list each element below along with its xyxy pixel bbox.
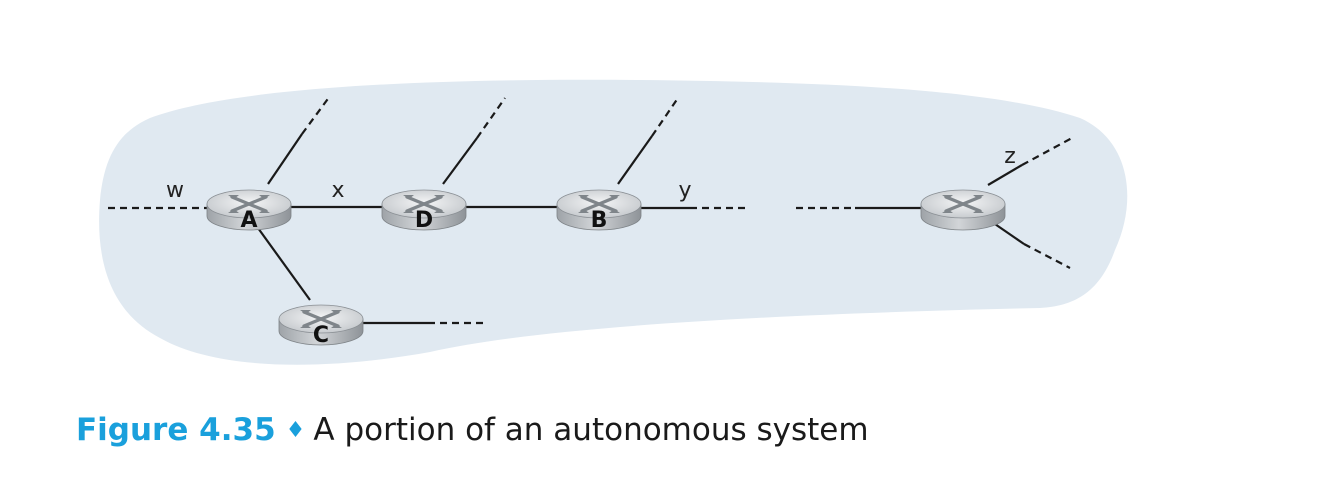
link-a-up-dashed: [301, 95, 331, 135]
links: [108, 95, 1073, 325]
router-unnamed: [919, 188, 1007, 232]
link-b-up-dashed: [651, 97, 679, 137]
link-label-x: x: [331, 178, 344, 203]
link-d-up-dashed: [476, 97, 506, 139]
figure-caption: Figure 4.35 ♦ A portion of an autonomous s…: [76, 412, 869, 448]
router-a: A: [205, 188, 293, 233]
figure-caption-text: A portion of an autonomous system: [313, 412, 869, 448]
router-b: B: [555, 188, 643, 233]
router-d: D: [380, 188, 468, 233]
router-icon: [919, 188, 1007, 232]
link-label-z: z: [1004, 144, 1016, 169]
figure-number: Figure 4.35: [76, 412, 276, 448]
link-b-up: [617, 135, 653, 185]
router-c: C: [277, 303, 365, 348]
router-c-label: C: [313, 323, 329, 348]
diamond-icon: ♦: [285, 418, 306, 443]
router-b-label: B: [591, 208, 608, 233]
link-label-y: y: [678, 178, 691, 203]
link-down-solid: [991, 221, 1025, 245]
link-z-solid: [987, 164, 1023, 186]
router-d-label: D: [415, 208, 433, 233]
link-down-dashed: [1023, 243, 1071, 269]
link-label-w: w: [166, 178, 184, 203]
link-d-up: [442, 137, 478, 185]
as-diagram: A D B C w x y z: [99, 79, 1128, 365]
link-a-up: [267, 133, 303, 185]
router-a-label: A: [240, 208, 257, 233]
link-a-c: [257, 227, 311, 301]
link-z-dashed: [1021, 137, 1073, 166]
